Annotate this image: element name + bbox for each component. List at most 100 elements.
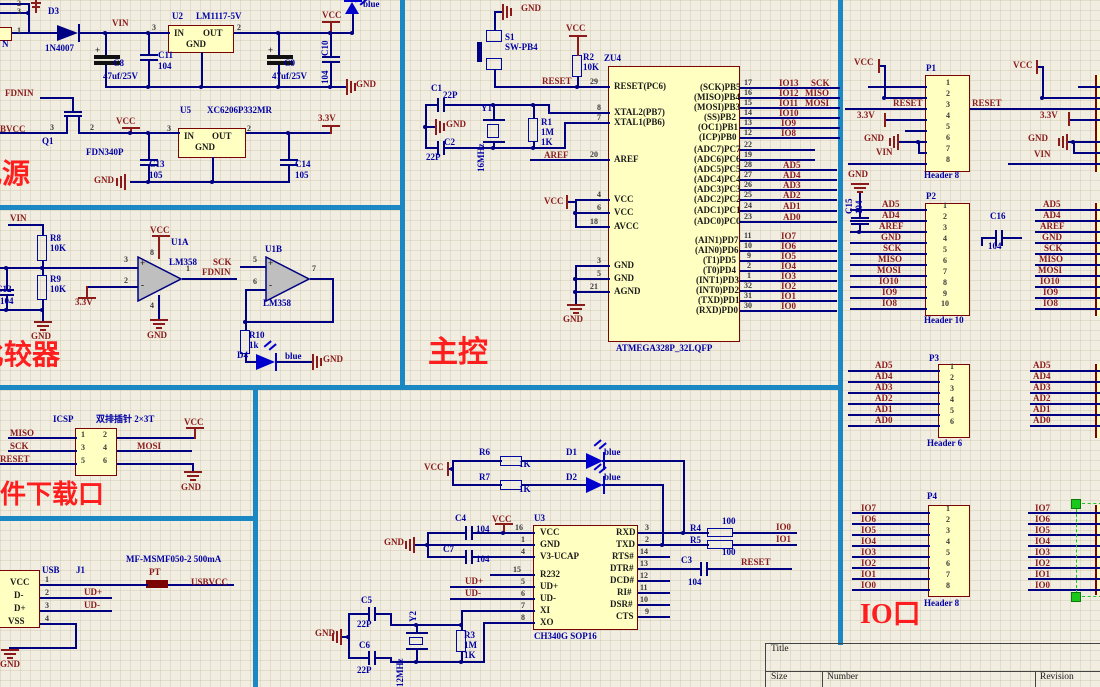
- opamp-triangle[interactable]: [137, 255, 183, 307]
- ic-body[interactable]: [925, 203, 970, 316]
- wire: [310, 278, 334, 280]
- ic-pin-label: (ADC7)PC7: [694, 144, 741, 154]
- wire: [245, 353, 247, 363]
- designator-label: 1M: [541, 127, 554, 137]
- net-label: SCK: [213, 257, 232, 267]
- ic-body[interactable]: [0, 570, 40, 628]
- ic-pin-label: +: [268, 258, 274, 268]
- led-icon[interactable]: [256, 354, 275, 370]
- gnd-icon: [443, 123, 445, 131]
- gnd-icon: [506, 6, 508, 18]
- led-bar: [275, 353, 277, 371]
- designator-label: Q1: [42, 136, 54, 146]
- wire: [1068, 119, 1100, 121]
- designator-label: Header 8: [924, 170, 960, 180]
- wire: [575, 265, 610, 267]
- net-label: IO5: [861, 525, 877, 535]
- net-label: RESET: [893, 98, 923, 108]
- designator-label: C14: [295, 159, 311, 169]
- selection-handle[interactable]: [1071, 592, 1081, 602]
- pin-number-label: 20: [590, 150, 598, 159]
- designator-label: 12MHz: [395, 658, 405, 687]
- component-body[interactable]: [477, 42, 482, 62]
- wire: [740, 127, 840, 129]
- ic-pin-label: GND: [195, 142, 215, 152]
- ic-body[interactable]: [168, 25, 234, 53]
- designator-label: 104: [688, 577, 702, 587]
- diode-icon[interactable]: [57, 25, 78, 41]
- ic-pin-label: CTS: [616, 611, 634, 621]
- component-body[interactable]: [486, 58, 502, 70]
- led-icon[interactable]: [345, 2, 359, 14]
- ic-body[interactable]: [533, 525, 638, 630]
- opamp-triangle[interactable]: [265, 255, 311, 307]
- wire: [1042, 97, 1100, 99]
- section-border: [838, 0, 843, 645]
- junction-dot: [501, 531, 505, 535]
- capacitor-plate: [0, 293, 15, 297]
- designator-label: R6: [479, 447, 490, 457]
- designator-label: D4: [237, 350, 248, 360]
- header-body-clipped[interactable]: [1095, 364, 1100, 438]
- ic-body[interactable]: [0, 27, 12, 41]
- section-border: [0, 385, 843, 390]
- designator-label: C6: [359, 640, 370, 650]
- wire: [740, 97, 840, 99]
- ic-body[interactable]: [925, 75, 970, 172]
- wire: [733, 544, 797, 546]
- wire: [848, 370, 940, 372]
- wire: [278, 64, 280, 88]
- ic-pin-label: (T1)PD5: [703, 255, 736, 265]
- wire: [148, 32, 150, 56]
- wire: [42, 299, 44, 311]
- designator-label: 10K: [50, 243, 67, 253]
- component-body[interactable]: [528, 118, 538, 142]
- designator-label: 104: [0, 296, 14, 306]
- designator-label: 104: [320, 70, 330, 85]
- net-label: IO13: [779, 78, 799, 88]
- component-body[interactable]: [409, 637, 423, 645]
- component-body[interactable]: [146, 580, 168, 588]
- gnd-icon: [857, 191, 863, 193]
- designator-label: U2: [172, 11, 183, 21]
- pin-number-label: 2: [17, 0, 21, 8]
- led-icon[interactable]: [586, 477, 603, 493]
- header-body-clipped[interactable]: [1095, 75, 1100, 172]
- component-body[interactable]: [37, 235, 47, 261]
- wire: [8, 450, 77, 452]
- titleblock-line: [766, 670, 1100, 672]
- wire: [0, 3, 30, 5]
- designator-label: U3: [534, 513, 545, 523]
- ic-pin-label: UD-: [540, 593, 556, 603]
- ic-body[interactable]: [938, 364, 970, 438]
- titleblock-label: Title: [771, 644, 789, 654]
- power-port-symbol: [32, 6, 40, 8]
- gnd-icon: [405, 541, 407, 549]
- component-body[interactable]: [572, 55, 582, 77]
- component-body[interactable]: [37, 275, 47, 300]
- component-body[interactable]: [486, 30, 502, 42]
- pin-number-label: 9: [747, 251, 751, 260]
- ic-body[interactable]: [928, 505, 970, 597]
- pin-number-label: 13: [640, 559, 648, 568]
- selection-handle[interactable]: [1071, 499, 1081, 509]
- junction-dot: [146, 31, 150, 35]
- component-body[interactable]: [707, 528, 733, 537]
- header-body-clipped[interactable]: [1095, 203, 1100, 316]
- gnd-icon: [187, 475, 199, 477]
- net-label: IO7: [861, 503, 877, 513]
- wire: [740, 290, 837, 292]
- capacitor-plate: [995, 229, 998, 247]
- ic-body[interactable]: [75, 428, 117, 476]
- section-border: [253, 385, 258, 687]
- wire: [1030, 370, 1100, 372]
- gnd-icon: [573, 312, 579, 314]
- junction-dot: [128, 131, 132, 135]
- component-body[interactable]: [487, 124, 499, 138]
- gnd-icon: [510, 8, 512, 16]
- ic-body[interactable]: [608, 66, 740, 342]
- wire: [494, 11, 504, 13]
- wire: [1001, 237, 1022, 239]
- header-body-clipped[interactable]: [1095, 505, 1100, 595]
- designator-label: SW-PB4: [505, 42, 538, 52]
